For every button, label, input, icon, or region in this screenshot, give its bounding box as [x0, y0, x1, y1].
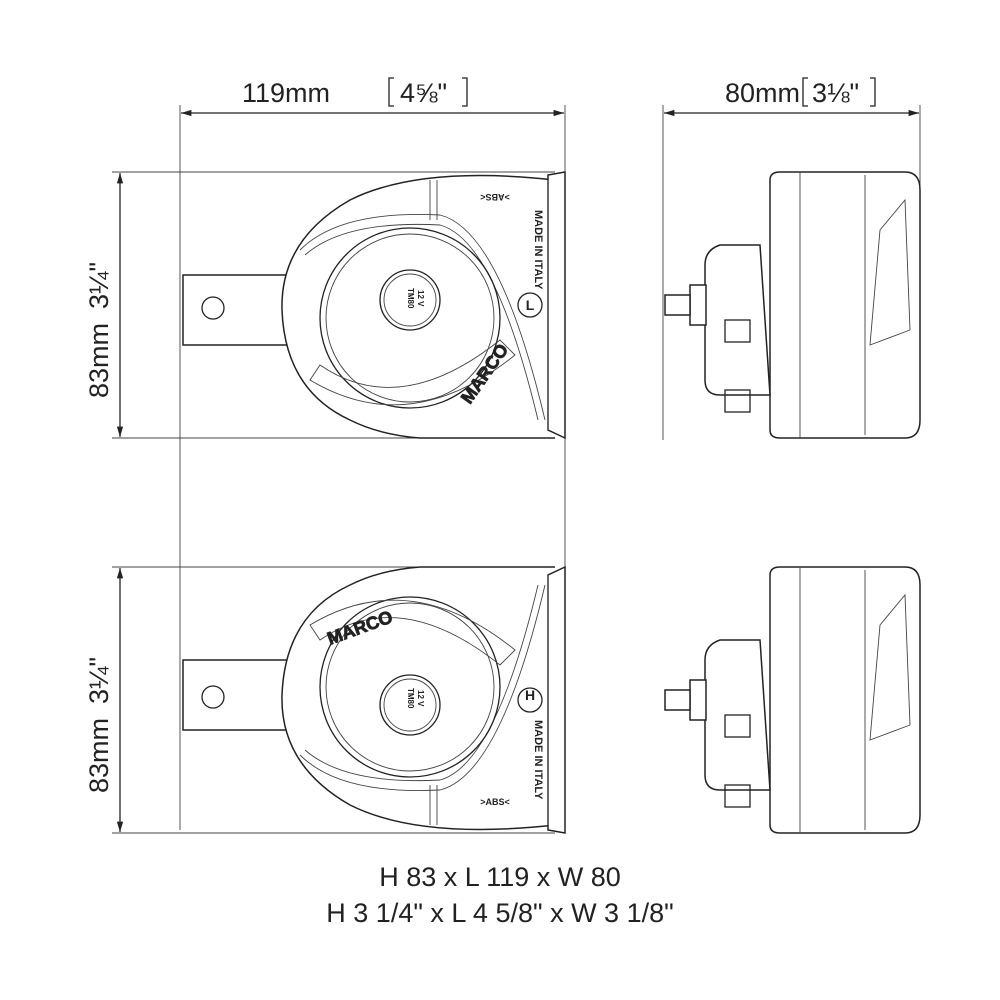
svg-text:>ABS<: >ABS<	[480, 797, 510, 807]
width-mm-label: 80mm	[725, 78, 800, 108]
summary-metric: H 83 x L 119 x W 80	[379, 862, 621, 892]
length-in-label: 4⅝"	[400, 78, 447, 108]
svg-text:12 V: 12 V	[416, 690, 425, 707]
high-tone-label: H	[525, 687, 535, 703]
width-in-label: 3⅛"	[812, 78, 859, 108]
height-in-label-bottom: 3¼"	[84, 657, 114, 704]
height-mm-label-top: 83mm	[84, 323, 114, 398]
height-mm-label-bottom: 83mm	[84, 718, 114, 793]
svg-text:TM80: TM80	[406, 688, 415, 709]
horn-high-front-view: MADE IN ITALY H >ABS< 12 V TM80 MARCO	[182, 566, 566, 834]
height-in-label-top: 3¼"	[84, 262, 114, 309]
horn-low-front-view: MADE IN ITALY L >ABS< 12 V TM80 MARCO	[182, 171, 566, 439]
low-tone-label: L	[526, 297, 535, 313]
svg-text:MADE IN ITALY: MADE IN ITALY	[532, 720, 544, 800]
svg-text:MADE IN ITALY: MADE IN ITALY	[532, 210, 544, 290]
svg-text:TM80: TM80	[406, 288, 415, 309]
horn-low-side-view	[664, 171, 921, 439]
svg-text:12 V: 12 V	[416, 290, 425, 307]
length-mm-label: 119mm	[242, 78, 330, 108]
summary-imperial: H 3 1/4" x L 4 5/8" x W 3 1/8"	[326, 898, 674, 928]
svg-text:>ABS<: >ABS<	[480, 192, 510, 202]
horn-high-side-view	[664, 566, 921, 834]
